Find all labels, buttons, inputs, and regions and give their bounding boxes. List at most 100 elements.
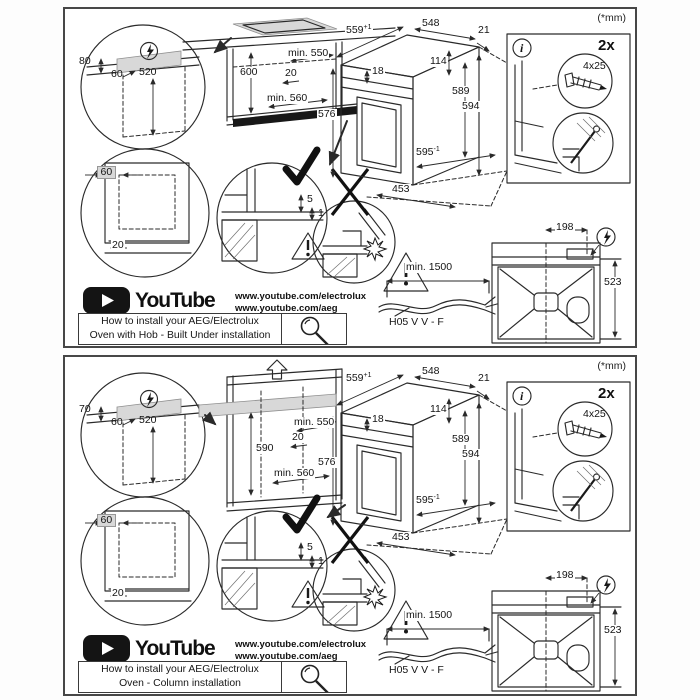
lightning-icon (596, 575, 616, 595)
starburst-icon (362, 236, 388, 262)
correct-clearance-drawing (216, 146, 328, 274)
cable-min-length: min. 1500 (405, 609, 454, 622)
dim-oven-top-inset: 18 (371, 65, 385, 78)
electrical-detail-drawing (80, 24, 206, 150)
technical-drawing-column (80, 359, 631, 692)
dim-clearance-above: 5 (307, 193, 313, 205)
dim-oven-height-b: 594 (461, 100, 481, 113)
lightning-icon (596, 227, 616, 247)
plinth-strip (233, 106, 357, 127)
oven-door-window (356, 444, 402, 522)
screw-kit-box (506, 381, 631, 532)
starburst-icon (362, 584, 388, 610)
electrical-detail-drawing (80, 372, 206, 498)
youtube-url-aeg: www.youtube.com/aeg (235, 651, 338, 662)
technical-drawing-built-under (80, 17, 631, 344)
dim-clearance-below: 1 (318, 555, 324, 567)
check-icon (282, 494, 321, 534)
dim-electrical-height: 70 (79, 403, 91, 415)
youtube-brand: YouTube (135, 289, 216, 312)
dim-oven-depth-top: 548 (421, 365, 441, 378)
dim-oven-depth-top: 548 (421, 17, 441, 30)
dim-rear-height: 523 (603, 276, 623, 289)
info-glyph: i (520, 41, 524, 55)
check-icon (282, 146, 321, 186)
dim-oven-width-front: 595-1 (415, 146, 441, 159)
dim-clearance-below: 1 (318, 207, 324, 219)
dim-electrical-drop: 520 (139, 414, 157, 426)
dim-base-front-gap: 60 (97, 514, 116, 528)
dim-oven-top-inset: 18 (371, 413, 385, 426)
wrong-clearance-drawing (312, 168, 396, 284)
dim-base-bottom-gap: 20 (111, 239, 125, 252)
dim-rear-height: 523 (603, 624, 623, 637)
video-caption-line1: How to install your AEG/Electrolux (101, 664, 259, 676)
info-icon (512, 386, 532, 406)
youtube-url-electrolux: www.youtube.com/electrolux (235, 291, 367, 302)
hob-arrow-icon (213, 37, 232, 54)
info-icon (512, 38, 532, 58)
dim-cabinet-height: 600 (239, 66, 259, 79)
rear-view-drawing (491, 227, 622, 344)
lightning-icon (139, 389, 159, 409)
cabinet-drawing (198, 359, 346, 519)
dim-base-bottom-gap: 20 (111, 587, 125, 600)
dim-cabinet-vent-gap: 20 (291, 431, 305, 444)
units-note: (*mm) (597, 360, 626, 372)
cross-icon (330, 168, 370, 216)
dim-cabinet-height: 590 (255, 442, 275, 455)
cable-min-length: min. 1500 (405, 261, 454, 274)
dim-oven-rear-gap: 21 (477, 372, 491, 385)
video-caption-line1: How to install your AEG/Electrolux (101, 316, 259, 328)
detail-arrow-icon (326, 504, 346, 519)
lightning-icon (139, 41, 159, 61)
dim-oven-depth-front: 453 (391, 183, 411, 196)
units-note: (*mm) (597, 12, 626, 24)
power-cable-drawing (378, 278, 498, 317)
dim-oven-body-height: 576 (317, 108, 337, 121)
video-caption-box: How to install your AEG/Electrolux Oven … (78, 661, 347, 694)
band-arrow-icon (202, 411, 217, 426)
rear-view-drawing (491, 575, 622, 692)
dim-oven-height-a: 589 (451, 85, 471, 98)
dim-oven-height-a: 589 (451, 433, 471, 446)
panel-built-under-installation: (*mm) 80 60 520 60 20 600 min. 550 20 mi… (63, 7, 637, 348)
play-icon (102, 294, 114, 307)
warning-icon (291, 580, 325, 608)
dim-oven-width-top: 559+1 (345, 24, 373, 37)
screw-size: 4x25 (583, 60, 606, 72)
dim-cabinet-depth-min: min. 550 (293, 416, 336, 429)
video-caption: How to install your AEG/Electrolux Oven … (79, 662, 281, 692)
wrong-clearance-drawing (312, 516, 396, 632)
screw-angled-icon (562, 116, 606, 172)
screw-size: 4x25 (583, 408, 606, 420)
magnifier-icon (300, 664, 329, 694)
magnifier-icon (300, 316, 329, 346)
dim-oven-body-height: 576 (317, 456, 337, 469)
base-detail-drawing (80, 496, 210, 626)
panel-column-installation: (*mm) 70 60 520 60 20 590 min. 550 20 mi… (63, 355, 637, 696)
connection-band (198, 393, 337, 418)
screw-kit-box (506, 33, 631, 184)
dim-oven-panel-height: 114 (429, 55, 448, 68)
video-caption-line2: Oven with Hob - Built Under installation (89, 330, 271, 341)
dim-rear-offset: 198 (555, 569, 575, 582)
dim-clearance-above: 5 (307, 541, 313, 553)
magnifier-cell (281, 314, 346, 346)
dim-oven-depth-front: 453 (391, 531, 411, 544)
dim-cabinet-depth-min: min. 550 (287, 47, 330, 60)
info-glyph: i (520, 389, 524, 403)
screw-quantity: 2x (598, 385, 615, 402)
dim-electrical-height: 80 (79, 55, 91, 67)
correct-clearance-drawing (216, 494, 328, 622)
dim-electrical-depth: 60 (111, 416, 123, 428)
screw-angled-icon (562, 464, 606, 520)
dim-oven-height-b: 594 (461, 448, 481, 461)
video-caption: How to install your AEG/Electrolux Oven … (79, 314, 281, 344)
dim-base-front-gap: 60 (97, 166, 116, 180)
dim-oven-panel-height: 114 (429, 403, 448, 416)
screw-quantity: 2x (598, 37, 615, 54)
dim-oven-width-front: 595-1 (415, 494, 441, 507)
youtube-url-aeg: www.youtube.com/aeg (235, 303, 338, 314)
